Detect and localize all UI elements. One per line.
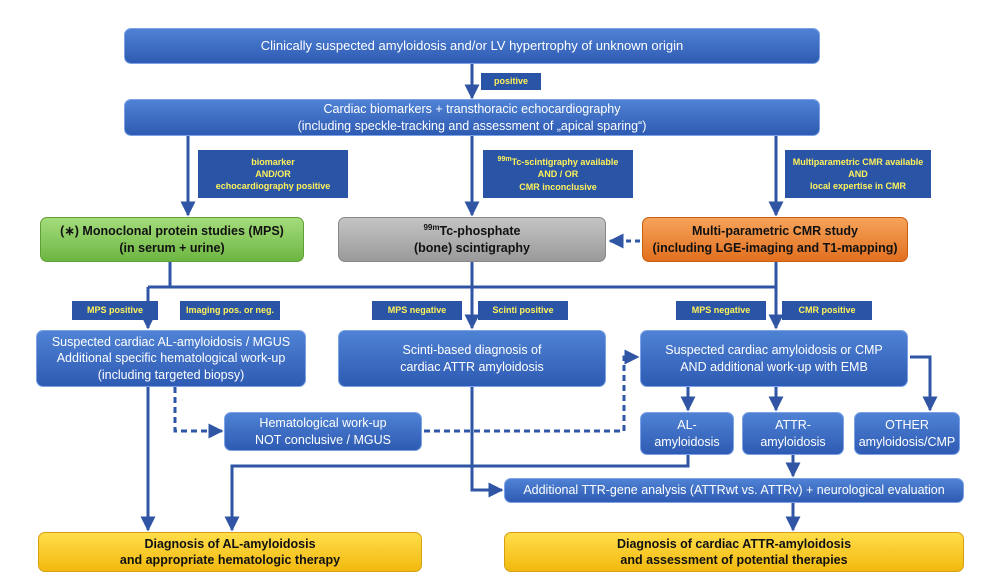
- biomarkers-line2: (including speckle-tracking and assessme…: [297, 118, 647, 133]
- label-biomarker-positive: biomarker AND/OR echocardiography positi…: [198, 150, 348, 198]
- arrow-hematological-to-cmp: [424, 349, 640, 433]
- arrow-al-sub-to-dx: [224, 455, 690, 532]
- label-cmr-positive: CMR positive: [782, 301, 872, 320]
- box-hematological-workup: Hematological work-up NOT conclusive / M…: [224, 412, 422, 451]
- box-suspected-al: Suspected cardiac AL-amyloidosis / MGUS …: [36, 330, 306, 387]
- box-diagnosis-al: Diagnosis of AL-amyloidosis and appropri…: [38, 532, 422, 572]
- box-ttr-gene-analysis: Additional TTR-gene analysis (ATTRwt vs.…: [504, 478, 964, 503]
- label-tc-scintigraphy-available: 99mTc-scintigraphy available AND / OR CM…: [483, 150, 633, 198]
- label-positive: positive: [481, 73, 541, 90]
- box-suspected-cmp: Suspected cardiac amyloidosis or CMP AND…: [640, 330, 908, 387]
- label-scinti-positive: Scinti positive: [478, 301, 568, 320]
- box-attr-subtype: ATTR- amyloidosis: [742, 412, 844, 455]
- label-mps-negative-right: MPS negative: [676, 301, 766, 320]
- box-other-subtype: OTHER amyloidosis/CMP: [854, 412, 960, 455]
- box-cmr-study: Multi-parametric CMR study (including LG…: [642, 217, 908, 262]
- box-bone-scintigraphy: 99mTc-phosphate (bone) scintigraphy: [338, 217, 606, 262]
- box-biomarkers-echo: Cardiac biomarkers + transthoracic echoc…: [124, 99, 820, 136]
- label-cmr-available: Multiparametric CMR available AND local …: [785, 150, 931, 198]
- arrow-to-other-sub: [910, 355, 938, 412]
- biomarkers-line1: Cardiac biomarkers + transthoracic echoc…: [323, 102, 621, 117]
- arrow-scinti-to-ttr: [470, 387, 504, 498]
- label-mps-negative-center: MPS negative: [372, 301, 462, 320]
- box-diagnosis-attr: Diagnosis of cardiac ATTR-amyloidosis an…: [504, 532, 964, 572]
- arrow-to-hematological: [173, 387, 224, 439]
- label-imaging-pos-neg: Imaging pos. or neg.: [180, 301, 280, 320]
- label-mps-positive: MPS positive: [72, 301, 158, 320]
- box-scinti-diagnosis: Scinti-based diagnosis of cardiac ATTR a…: [338, 330, 606, 387]
- box-monoclonal-protein: (∗) Monoclonal protein studies (MPS) (in…: [40, 217, 304, 262]
- box-al-subtype: AL- amyloidosis: [640, 412, 734, 455]
- box-suspected-amyloidosis: Clinically suspected amyloidosis and/or …: [124, 28, 820, 64]
